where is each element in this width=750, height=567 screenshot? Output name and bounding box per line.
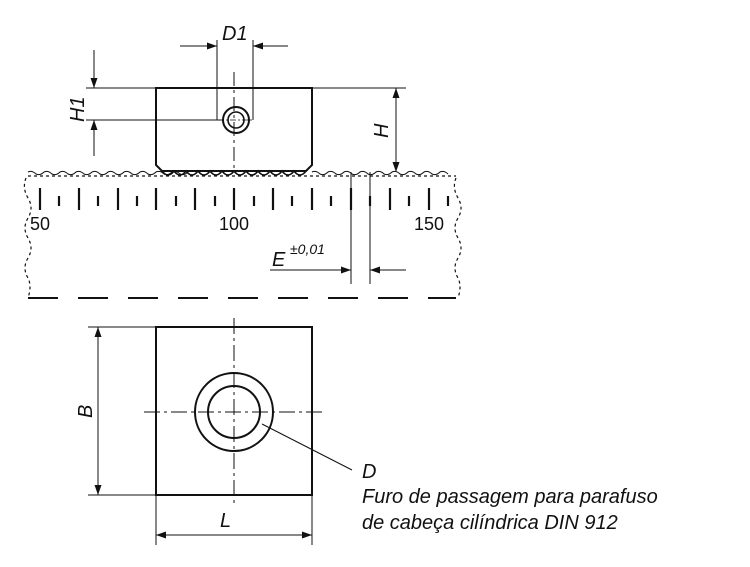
dim-e <box>270 172 406 284</box>
leader-d <box>261 423 353 471</box>
scale-label-50: 50 <box>30 214 50 234</box>
dim-l <box>155 495 313 545</box>
label-b: B <box>75 405 97 418</box>
dim-b <box>88 326 156 496</box>
dim-h <box>312 87 406 172</box>
scale-ticks <box>38 188 450 210</box>
label-h: H <box>371 123 393 138</box>
scale-label-100: 100 <box>219 214 249 234</box>
cross-hole <box>218 106 254 134</box>
label-e-tolerance: ±0,01 <box>290 241 325 257</box>
side-view <box>23 40 462 299</box>
label-d: D <box>362 461 376 483</box>
rail <box>23 170 462 299</box>
counterbore-hole <box>194 372 274 452</box>
dim-d1 <box>180 40 288 120</box>
label-h1: H1 <box>67 96 89 122</box>
label-l: L <box>220 510 231 532</box>
scale-label-150: 150 <box>414 214 444 234</box>
label-e: E <box>272 249 286 271</box>
dim-h1 <box>86 50 222 156</box>
label-d1: D1 <box>222 23 248 45</box>
note-line-2: de cabeça cilíndrica DIN 912 <box>362 512 618 534</box>
note-line-1: Furo de passagem para parafuso <box>362 486 658 508</box>
top-view <box>88 318 353 545</box>
